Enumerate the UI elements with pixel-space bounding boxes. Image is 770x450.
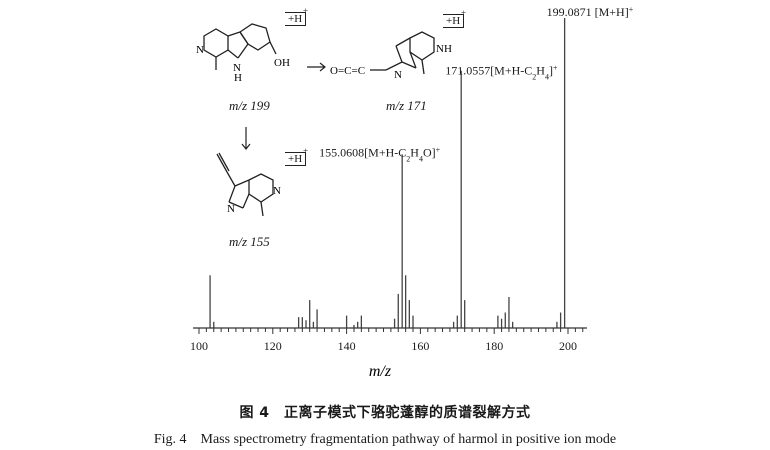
x-axis-ticks: 100 120 140 160 180 200 [190, 328, 584, 353]
peak-group [209, 18, 566, 328]
peak-annotation: 199.0871 [M+H]+ [547, 5, 634, 20]
charge-155: + [303, 146, 309, 156]
atom-n: N [196, 44, 204, 56]
figure-caption-cn: 图 4 正离子模式下骆驼蓬醇的质谱裂解方式 [239, 405, 531, 421]
structure-mz171: O=C=C N NH [330, 31, 452, 81]
atom-oh: OH [274, 57, 290, 69]
structure-mz199: N N H OH [196, 23, 290, 84]
atom-h: H [234, 72, 242, 84]
atom-n-155a: N [227, 203, 235, 215]
label-mz171: m/z 171 [386, 98, 427, 113]
arrow-right [307, 62, 326, 72]
peak-annotation: 155.0608[M+H-C2H4O]+ [319, 145, 440, 163]
x-tick-label: 160 [411, 339, 429, 353]
x-axis-title: m/z [369, 363, 392, 380]
x-tick-label: 120 [264, 339, 282, 353]
charge-199: + [303, 6, 309, 16]
arrow-down [241, 127, 251, 150]
x-tick-label: 140 [338, 339, 356, 353]
charge-171: + [461, 8, 467, 18]
bracket-155: +H [285, 152, 307, 166]
x-tick-label: 100 [190, 339, 208, 353]
ketene: O=C=C [330, 65, 365, 77]
figure-caption-en: Fig. 4 Mass spectrometry fragmentation p… [153, 432, 617, 447]
mass-spectrum: 100 120 140 160 180 200 199.0871 [M+H]+ 171.05… [190, 5, 634, 381]
x-tick-label: 200 [559, 339, 577, 353]
structure-mz155: N N [216, 152, 281, 217]
label-mz199: m/z 199 [229, 98, 270, 113]
peak-annotation: 171.0557[M+H-C2H4]+ [445, 63, 558, 81]
label-mz155: m/z 155 [229, 234, 270, 249]
atom-n-155b: N [273, 185, 281, 197]
x-tick-label: 180 [485, 339, 503, 353]
plus-h: +H [288, 153, 303, 165]
atom-nh-171: NH [436, 43, 452, 55]
atom-nh: N [233, 62, 241, 74]
plus-h: +H [446, 15, 461, 27]
bracket-171: +H [443, 14, 465, 28]
atom-n-171: N [394, 69, 402, 81]
plus-h: +H [288, 13, 303, 25]
peak-annotations: 199.0871 [M+H]+ 171.0557[M+H-C2H4]+ 155.06… [319, 5, 634, 163]
bracket-199: +H [285, 12, 307, 26]
